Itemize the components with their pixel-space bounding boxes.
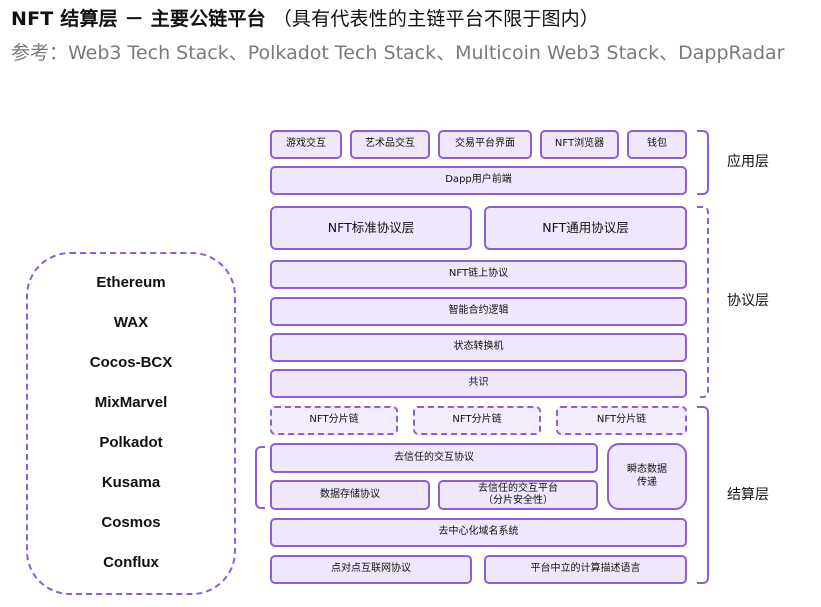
app-layer-label: 应用层: [727, 154, 769, 170]
protocol-layer-label: 协议层: [727, 293, 769, 309]
app-item-nft-browser: NFT浏览器: [540, 130, 619, 159]
protocol-onchain: NFT链上协议: [270, 260, 687, 289]
protocol-layer-bracket: [697, 206, 709, 398]
chain-kusama: Kusama: [101, 474, 161, 491]
chain-wax: WAX: [113, 314, 149, 331]
reference-text: 参考：Web3 Tech Stack、Polkadot Tech Stack、M…: [11, 42, 785, 64]
protocol-consensus: 共识: [270, 369, 687, 398]
storage-protocol: 数据存储协议: [270, 480, 430, 510]
settlement-layer-label: 结算层: [727, 487, 769, 503]
protocol-general: NFT通用协议层: [484, 206, 687, 250]
app-item-wallet: 钱包: [627, 130, 687, 159]
trustless-platform-line1: 去信任的交互平台: [478, 482, 558, 494]
naming-system: 去中心化域名系统: [270, 518, 687, 547]
computation-language: 平台中立的计算描述语言: [484, 555, 687, 584]
transient-data-line1: 瞬态数据: [627, 464, 667, 475]
trustless-platform-line2: （分片安全性）: [483, 495, 553, 506]
protocol-state-machine: 状态转换机: [270, 333, 687, 362]
public-chain-list: Ethereum WAX Cocos-BCX MixMarvel Polkado…: [26, 252, 236, 595]
chain-polkadot: Polkadot: [99, 434, 163, 451]
app-frontend: Dapp用户前端: [270, 166, 687, 195]
settlement-left-brace: [255, 446, 265, 509]
trustless-protocol: 去信任的交互协议: [270, 443, 598, 473]
protocol-smart-contract: 智能合约逻辑: [270, 297, 687, 326]
protocol-standard: NFT标准协议层: [270, 206, 472, 250]
transient-data: 瞬态数据 传递: [607, 443, 687, 510]
shard-chain-1: NFT分片链: [270, 406, 398, 435]
chain-mixmarvel: MixMarvel: [94, 394, 168, 411]
chain-ethereum: Ethereum: [96, 274, 166, 291]
app-item-trading-ui: 交易平台界面: [438, 130, 532, 159]
app-item-game: 游戏交互: [270, 130, 342, 159]
chain-conflux: Conflux: [103, 554, 159, 571]
app-layer-bracket: [697, 130, 709, 195]
trustless-platform: 去信任的交互平台 （分片安全性）: [438, 480, 598, 510]
app-item-art: 艺术品交互: [350, 130, 430, 159]
page-title: NFT 结算层 － 主要公链平台 （具有代表性的主链平台不限于图内）: [11, 4, 599, 31]
p2p-protocol: 点对点互联网协议: [270, 555, 472, 584]
title-main: NFT 结算层 － 主要公链平台: [11, 8, 266, 30]
settlement-layer-bracket: [697, 406, 709, 584]
shard-chain-3: NFT分片链: [556, 406, 687, 435]
chain-cosmos: Cosmos: [101, 514, 161, 531]
transient-data-line2: 传递: [637, 476, 657, 488]
title-subtitle: （具有代表性的主链平台不限于图内）: [272, 8, 600, 30]
chain-cocos-bcx: Cocos-BCX: [89, 354, 173, 371]
shard-chain-2: NFT分片链: [413, 406, 541, 435]
